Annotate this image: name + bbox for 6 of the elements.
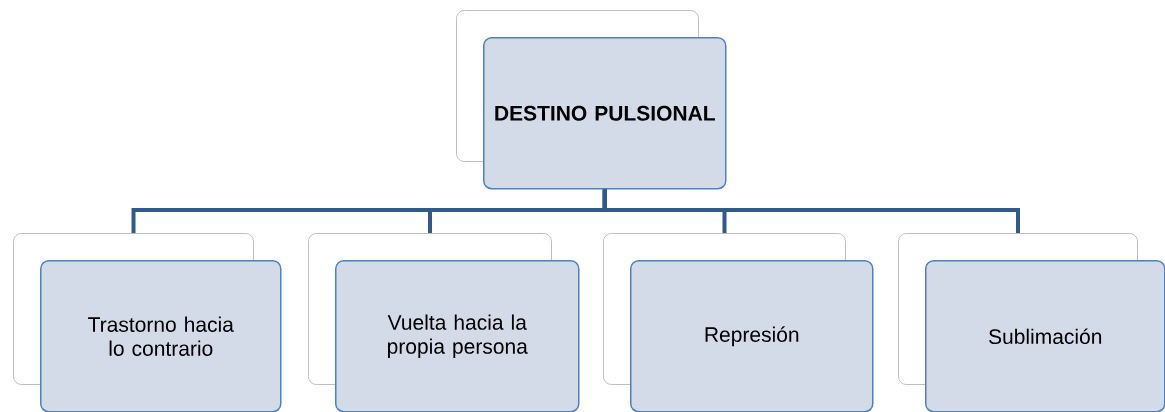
process-box: Trastorno hacia lo contrario [13, 233, 282, 412]
process-box: Vuelta hacia la propia persona [308, 233, 580, 412]
process-box: Represión [603, 233, 874, 412]
process-box: Sublimación [898, 233, 1165, 412]
connector-line [602, 189, 1020, 233]
process-box: DESTINO PULSIONAL [456, 10, 727, 190]
